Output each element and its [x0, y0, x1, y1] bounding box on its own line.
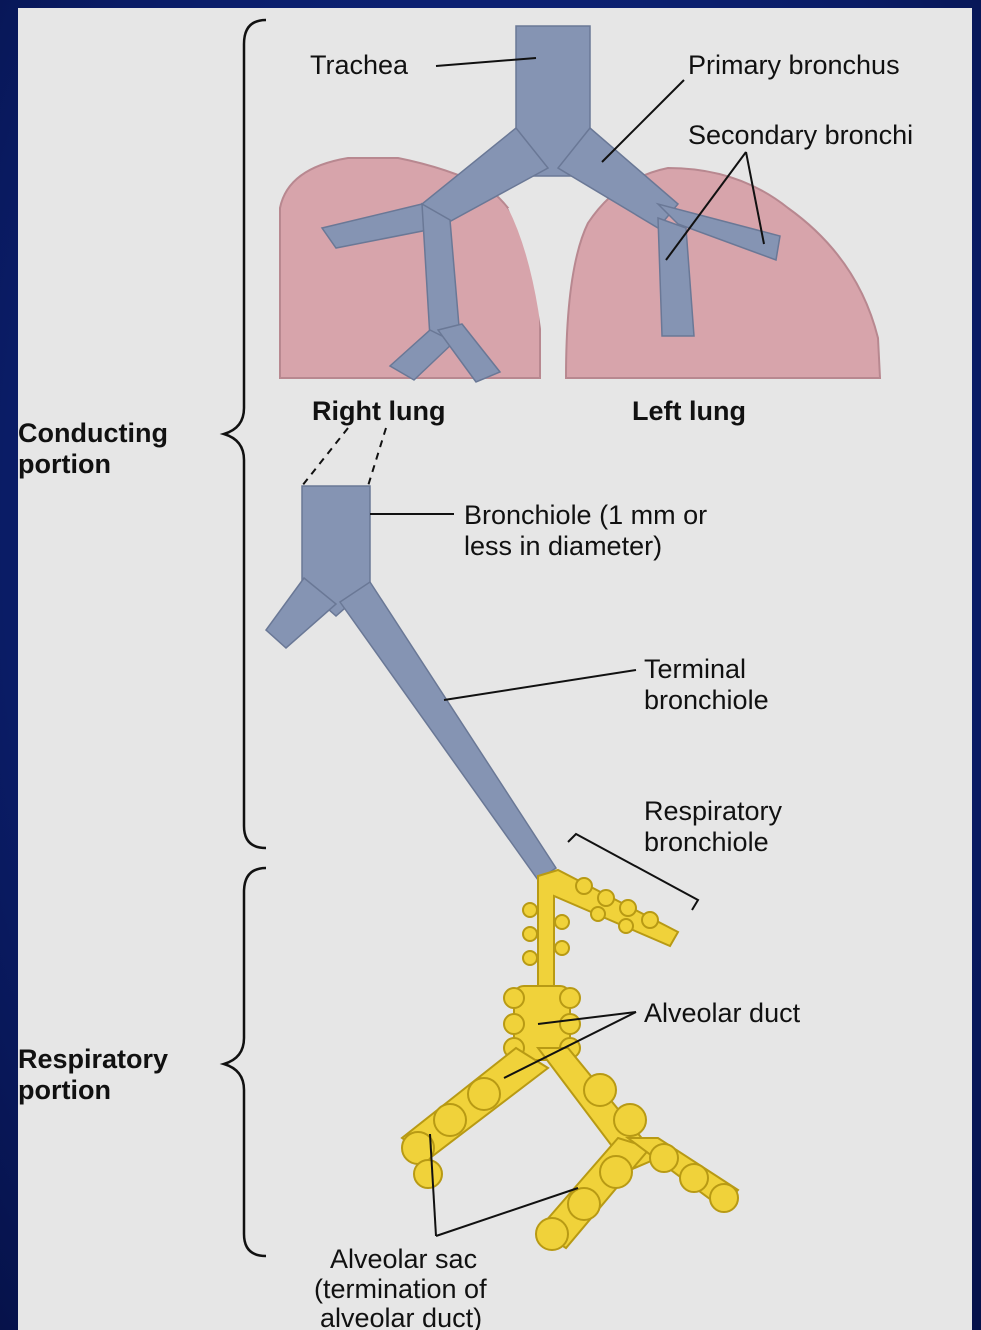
dashed-projection-left	[302, 428, 348, 486]
label-bronchiole-line1: Bronchiole (1 mm or	[464, 500, 707, 531]
dashed-projection-right	[368, 428, 386, 486]
diagram-panel: Trachea Primary bronchus Secondary bronc…	[18, 8, 972, 1330]
label-alveolar-sac-line1: Alveolar sac	[330, 1244, 477, 1275]
label-secondary-bronchi: Secondary bronchi	[688, 120, 913, 151]
label-terminal-line1: Terminal	[644, 654, 746, 685]
label-conducting-line1: Conducting	[18, 418, 168, 449]
label-respiratory-line1: Respiratory	[18, 1044, 168, 1075]
conducting-brace	[224, 20, 266, 848]
label-primary-bronchus: Primary bronchus	[688, 50, 900, 81]
terminal-bronchiole-shape	[340, 582, 556, 880]
alveolar-tree	[402, 870, 738, 1250]
label-respiratory-bronchiole-line1: Respiratory	[644, 796, 782, 827]
label-alveolar-duct: Alveolar duct	[644, 998, 800, 1029]
label-right-lung: Right lung	[312, 396, 445, 427]
label-alveolar-sac-line3: alveolar duct)	[320, 1303, 482, 1330]
label-bronchiole-line2: less in diameter)	[464, 531, 662, 562]
label-trachea: Trachea	[310, 50, 408, 81]
label-respiratory-line2: portion	[18, 1075, 111, 1106]
respiratory-brace	[224, 868, 266, 1256]
respiratory-tract-diagram	[18, 8, 972, 1330]
label-left-lung: Left lung	[632, 396, 746, 427]
label-terminal-line2: bronchiole	[644, 685, 769, 716]
label-respiratory-bronchiole-line2: bronchiole	[644, 827, 769, 858]
label-alveolar-sac-line2: (termination of	[314, 1274, 487, 1305]
label-conducting-line2: portion	[18, 449, 111, 480]
